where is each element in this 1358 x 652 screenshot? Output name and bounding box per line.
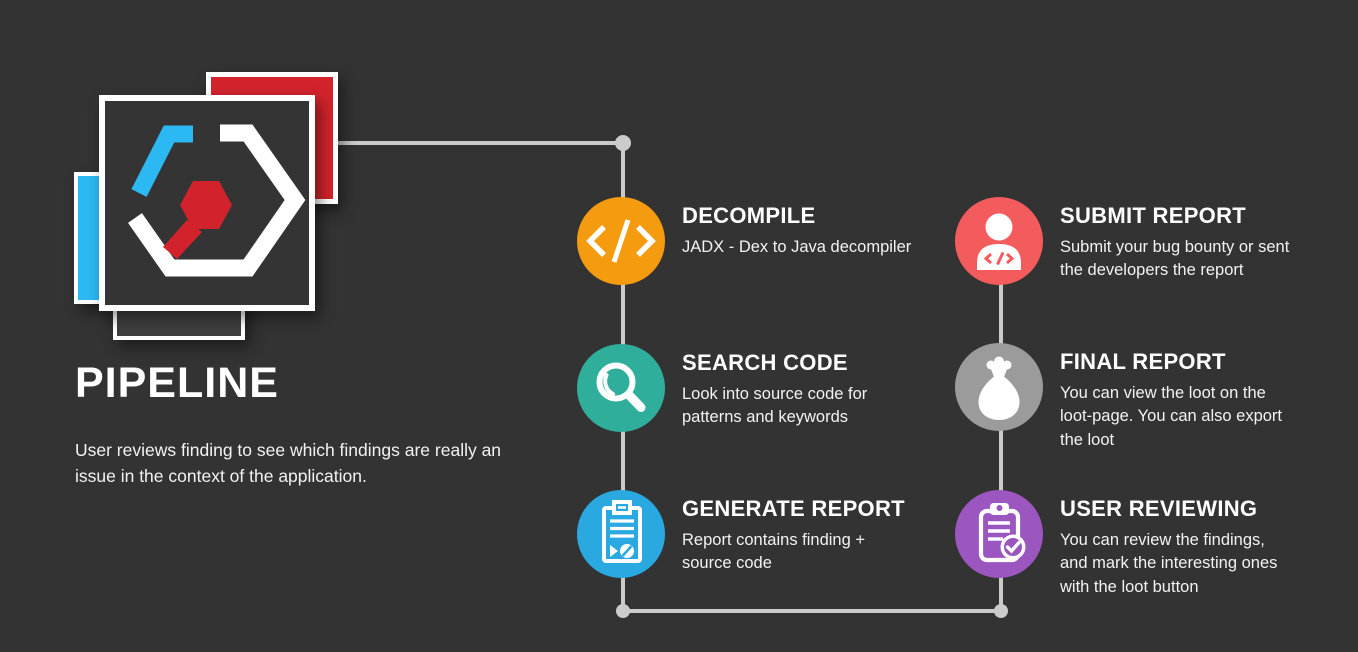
- step-description: You can view the loot on the loot-page. …: [1060, 384, 1283, 449]
- code-icon: [577, 197, 665, 285]
- connector-dot-bottom-right: [994, 604, 1008, 618]
- report-icon: [577, 490, 665, 578]
- money-bag-icon: [955, 343, 1043, 431]
- connector-bottom-horizontal: [621, 609, 1001, 613]
- step-submit-report: SUBMIT REPORT Submit your bug bounty or …: [955, 197, 1289, 285]
- page-title: PIPELINE: [75, 359, 279, 407]
- step-title: SUBMIT REPORT: [1060, 203, 1247, 228]
- step-description: Report contains finding + source code: [682, 531, 865, 573]
- logo-main-square: [99, 95, 315, 311]
- step-user-reviewing: USER REVIEWING You can review the findin…: [955, 490, 1277, 599]
- step-generate-report: GENERATE REPORT Report contains finding …: [577, 490, 905, 578]
- step-title: FINAL REPORT: [1060, 349, 1226, 374]
- hexagon-logo-icon: [128, 124, 306, 277]
- step-description: Look into source code for patterns and k…: [682, 385, 868, 427]
- step-description: You can review the findings, and mark th…: [1060, 531, 1278, 596]
- step-title: DECOMPILE: [682, 203, 816, 228]
- connector-top-horizontal: [338, 141, 624, 145]
- clipboard-check-icon: [955, 490, 1043, 578]
- step-title: SEARCH CODE: [682, 350, 848, 375]
- step-title: GENERATE REPORT: [682, 496, 905, 521]
- magnifier-icon: [577, 344, 665, 432]
- step-final-report: FINAL REPORT You can view the loot on th…: [955, 343, 1282, 452]
- step-description: Submit your bug bounty or sent the devel…: [1060, 238, 1290, 280]
- person-code-icon: [955, 197, 1043, 285]
- step-search-code: SEARCH CODE Look into source code for pa…: [577, 344, 867, 432]
- connector-dot-top: [615, 135, 631, 151]
- step-title: USER REVIEWING: [1060, 496, 1258, 521]
- step-decompile: DECOMPILE JADX - Dex to Java decompiler: [577, 197, 911, 285]
- page-subtitle: User reviews finding to see which findin…: [75, 440, 502, 487]
- connector-dot-bottom-left: [616, 604, 630, 618]
- step-description: JADX - Dex to Java decompiler: [682, 238, 912, 256]
